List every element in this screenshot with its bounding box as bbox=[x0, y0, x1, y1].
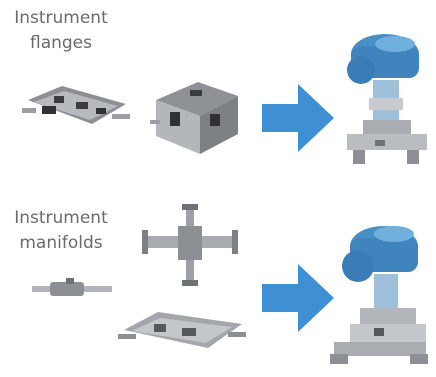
transmitter-image-bottom bbox=[330, 220, 430, 372]
flanges-label-line1: Instrument bbox=[14, 8, 108, 28]
arrow-right-icon-top bbox=[262, 82, 336, 154]
manifold-block-image bbox=[118, 304, 248, 356]
manifolds-label: Instrument manifolds bbox=[6, 206, 116, 256]
manifolds-label-line1: Instrument bbox=[14, 208, 108, 228]
transmitter-image-top bbox=[335, 28, 427, 168]
flanges-label: Instrument flanges bbox=[6, 6, 116, 56]
flanges-label-line2: flanges bbox=[29, 33, 92, 53]
manifold-horizontal-image bbox=[32, 276, 112, 300]
manifold-cross-image bbox=[142, 204, 238, 286]
arrow-right-icon-bottom bbox=[262, 262, 336, 334]
flange-image-left bbox=[22, 78, 132, 133]
manifolds-label-line2: manifolds bbox=[19, 233, 103, 253]
flange-image-right bbox=[150, 72, 242, 158]
